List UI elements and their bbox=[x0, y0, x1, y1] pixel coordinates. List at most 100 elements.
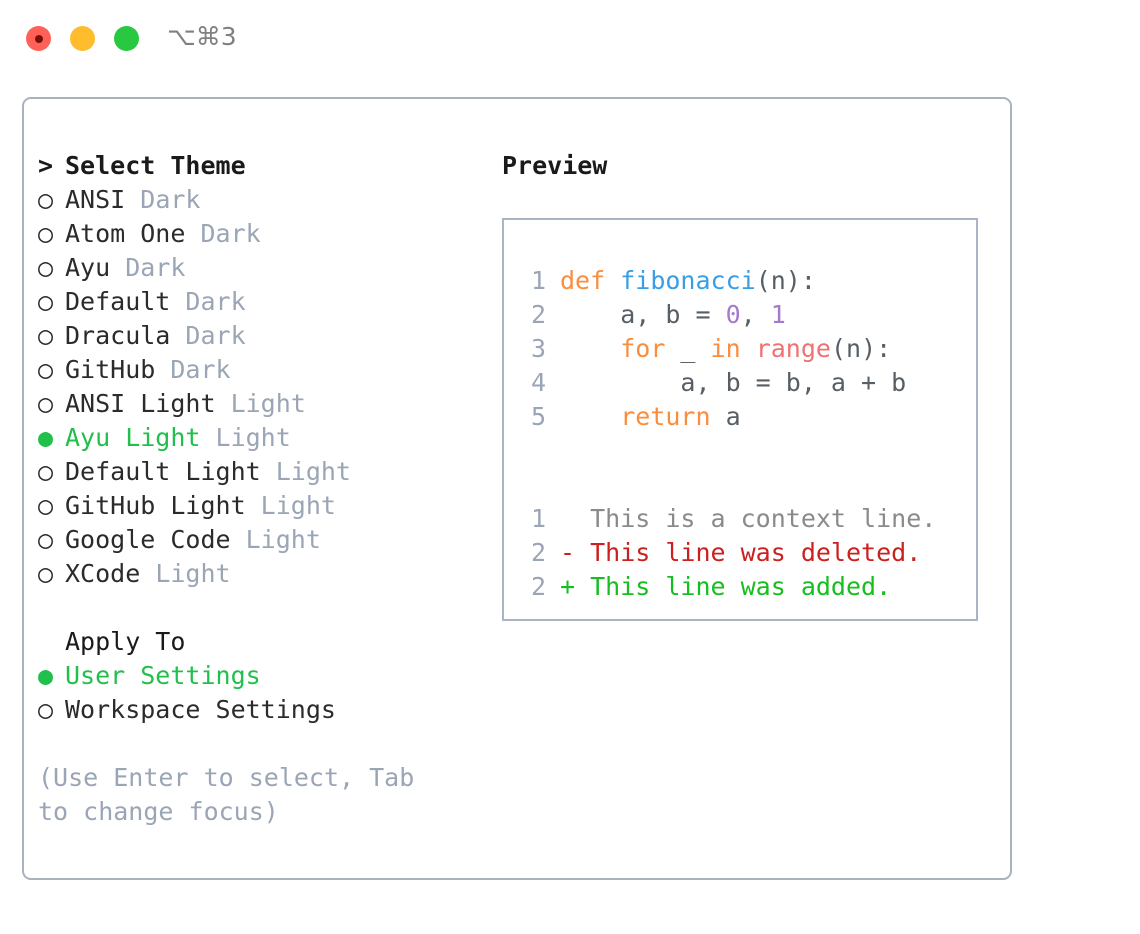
theme-option-google-code[interactable]: ○ Google Code Light bbox=[38, 523, 488, 557]
minimize-button[interactable] bbox=[70, 26, 95, 51]
diff-gutter-space bbox=[546, 536, 560, 570]
title-bar: ⌥⌘3 bbox=[0, 0, 1140, 78]
theme-selection-column: >Select Theme ○ ANSI Dark○ Atom One Dark… bbox=[38, 149, 488, 829]
theme-option-category: Dark bbox=[185, 219, 261, 248]
radio-selected-icon: ● bbox=[38, 661, 69, 690]
code-token-txt: , bbox=[740, 300, 771, 329]
close-button[interactable] bbox=[26, 26, 51, 51]
radio-unselected-icon: ○ bbox=[38, 525, 69, 554]
theme-option-label: Default bbox=[65, 287, 171, 316]
code-blank-line bbox=[520, 434, 968, 468]
diff-text: This line was added. bbox=[575, 572, 892, 601]
theme-option-category: Dark bbox=[110, 253, 186, 282]
radio-unselected-icon: ○ bbox=[38, 185, 69, 214]
apply-to-option-workspace-settings[interactable]: ○ Workspace Settings bbox=[38, 693, 488, 727]
theme-option-ansi-light[interactable]: ○ ANSI Light Light bbox=[38, 387, 488, 421]
radio-unselected-icon: ○ bbox=[38, 219, 69, 248]
diff-gutter-space bbox=[546, 502, 560, 536]
code-token-txt: _ bbox=[665, 334, 711, 363]
code-line-number: 4 bbox=[530, 368, 546, 397]
diff-line-del: 2 - This line was deleted. bbox=[520, 536, 968, 570]
code-token-num: 0 bbox=[725, 300, 741, 329]
code-line-number: 2 bbox=[530, 300, 546, 329]
tui-panel: >Select Theme ○ ANSI Dark○ Atom One Dark… bbox=[22, 97, 1012, 880]
apply-to-option-label: Workspace Settings bbox=[65, 695, 336, 724]
theme-option-ayu[interactable]: ○ Ayu Dark bbox=[38, 251, 488, 285]
radio-unselected-icon: ○ bbox=[38, 287, 69, 316]
theme-list[interactable]: ○ ANSI Dark○ Atom One Dark○ Ayu Dark○ De… bbox=[38, 183, 488, 591]
apply-to-indent bbox=[38, 625, 65, 659]
radio-unselected-icon: ○ bbox=[38, 491, 69, 520]
code-token-fn: fibonacci bbox=[620, 266, 756, 295]
theme-option-default-light[interactable]: ○ Default Light Light bbox=[38, 455, 488, 489]
prompt-caret-icon: > bbox=[38, 151, 54, 180]
theme-option-label: ANSI bbox=[65, 185, 126, 214]
apply-to-option-label: User Settings bbox=[65, 661, 261, 690]
diff-gutter-space bbox=[546, 570, 560, 604]
radio-unselected-icon: ○ bbox=[38, 559, 69, 588]
code-token-txt: (n): bbox=[830, 334, 892, 363]
diff-text: This line was deleted. bbox=[575, 538, 922, 567]
code-line: 5 return a bbox=[520, 400, 968, 434]
apply-to-title: Apply To bbox=[65, 627, 186, 656]
theme-option-github[interactable]: ○ GitHub Dark bbox=[38, 353, 488, 387]
radio-unselected-icon: ○ bbox=[38, 355, 69, 384]
code-token-txt bbox=[560, 402, 620, 431]
theme-option-category: Dark bbox=[155, 355, 231, 384]
theme-option-xcode[interactable]: ○ XCode Light bbox=[38, 557, 488, 591]
diff-line-number: 2 bbox=[530, 538, 546, 567]
theme-option-ansi[interactable]: ○ ANSI Dark bbox=[38, 183, 488, 217]
theme-option-label: XCode bbox=[65, 559, 141, 588]
code-gutter-space bbox=[546, 332, 560, 366]
keyboard-shortcut-label: ⌥⌘3 bbox=[167, 22, 237, 51]
theme-option-category: Light bbox=[260, 457, 351, 486]
diff-line-number: 1 bbox=[530, 504, 546, 533]
code-token-num: 1 bbox=[770, 300, 786, 329]
code-token-txt bbox=[560, 334, 620, 363]
theme-option-label: Ayu bbox=[65, 253, 111, 282]
theme-option-github-light[interactable]: ○ GitHub Light Light bbox=[38, 489, 488, 523]
theme-option-category: Light bbox=[230, 525, 321, 554]
code-token-txt: a, b = b, a + b bbox=[560, 368, 907, 397]
theme-option-ayu-light[interactable]: ● Ayu Light Light bbox=[38, 421, 488, 455]
code-token-kw: return bbox=[620, 402, 711, 431]
preview-column: Preview 1 def fibonacci(n):2 a, b = 0, 1… bbox=[502, 149, 998, 621]
keyboard-hint-text: (Use Enter to select, Tab to change focu… bbox=[38, 763, 430, 826]
theme-option-label: ANSI Light bbox=[65, 389, 216, 418]
code-line: 2 a, b = 0, 1 bbox=[520, 298, 968, 332]
diff-line-ctx: 1 This is a context line. bbox=[520, 502, 968, 536]
apply-to-header: Apply To bbox=[38, 625, 488, 659]
code-gutter-space bbox=[546, 400, 560, 434]
code-token-kw: def bbox=[560, 266, 621, 295]
theme-option-dracula[interactable]: ○ Dracula Dark bbox=[38, 319, 488, 353]
theme-option-label: Default Light bbox=[65, 457, 261, 486]
diff-sign bbox=[560, 504, 575, 533]
code-line-number: 1 bbox=[530, 266, 546, 295]
theme-option-category: Light bbox=[140, 559, 231, 588]
diff-line-add: 2 + This line was added. bbox=[520, 570, 968, 604]
apply-to-option-user-settings[interactable]: ● User Settings bbox=[38, 659, 488, 693]
theme-option-label: Ayu Light bbox=[65, 423, 201, 452]
apply-to-list[interactable]: ● User Settings○ Workspace Settings bbox=[38, 659, 488, 727]
radio-selected-icon: ● bbox=[38, 423, 69, 452]
preview-title: Preview bbox=[502, 151, 608, 180]
theme-option-category: Dark bbox=[170, 321, 246, 350]
theme-option-default[interactable]: ○ Default Dark bbox=[38, 285, 488, 319]
radio-unselected-icon: ○ bbox=[38, 253, 69, 282]
code-token-txt: a, b = bbox=[560, 300, 726, 329]
select-theme-header: > Select Theme bbox=[38, 149, 488, 183]
code-token-kw: in bbox=[710, 334, 741, 363]
theme-option-category: Dark bbox=[125, 185, 201, 214]
theme-option-atom-one[interactable]: ○ Atom One Dark bbox=[38, 217, 488, 251]
theme-option-label: Google Code bbox=[65, 525, 231, 554]
radio-unselected-icon: ○ bbox=[38, 695, 69, 724]
code-line: 1 def fibonacci(n): bbox=[520, 264, 968, 298]
diff-line-number: 2 bbox=[530, 572, 546, 601]
select-theme-title: Select Theme bbox=[65, 151, 246, 180]
code-line: 3 for _ in range(n): bbox=[520, 332, 968, 366]
maximize-button[interactable] bbox=[114, 26, 139, 51]
diff-text: This is a context line. bbox=[575, 504, 937, 533]
diff-sign: - bbox=[560, 538, 576, 567]
